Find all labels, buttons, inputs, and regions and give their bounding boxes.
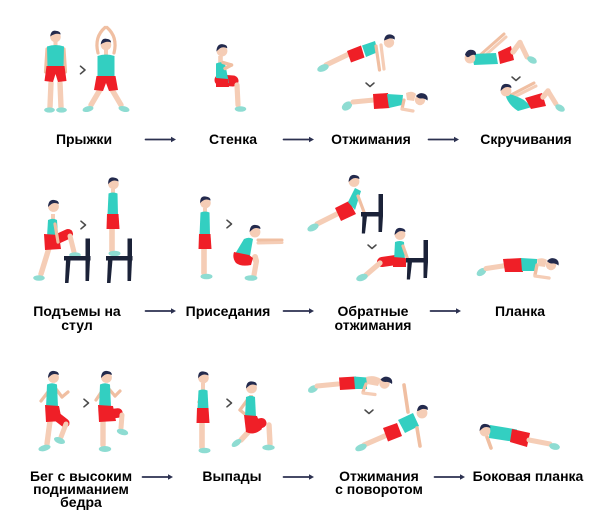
svg-text:Прыжки: Прыжки xyxy=(56,131,112,147)
svg-text:Подъемы на: Подъемы на xyxy=(33,303,121,319)
svg-text:с поворотом: с поворотом xyxy=(335,481,423,497)
svg-text:Отжимания: Отжимания xyxy=(339,468,419,484)
svg-text:Стенка: Стенка xyxy=(209,131,257,147)
svg-text:Приседания: Приседания xyxy=(186,303,271,319)
svg-text:Бег с высоким: Бег с высоким xyxy=(30,468,132,484)
svg-text:Планка: Планка xyxy=(495,303,545,319)
svg-text:Боковая планка: Боковая планка xyxy=(473,468,584,484)
svg-text:Обратные: Обратные xyxy=(338,303,409,319)
svg-text:стул: стул xyxy=(61,317,93,333)
svg-text:Скручивания: Скручивания xyxy=(480,131,571,147)
svg-text:бедра: бедра xyxy=(60,494,102,510)
svg-text:Отжимания: Отжимания xyxy=(331,131,411,147)
svg-text:Выпады: Выпады xyxy=(202,468,261,484)
svg-text:отжимания: отжимания xyxy=(335,317,412,333)
svg-text:подниманием: подниманием xyxy=(33,481,129,497)
